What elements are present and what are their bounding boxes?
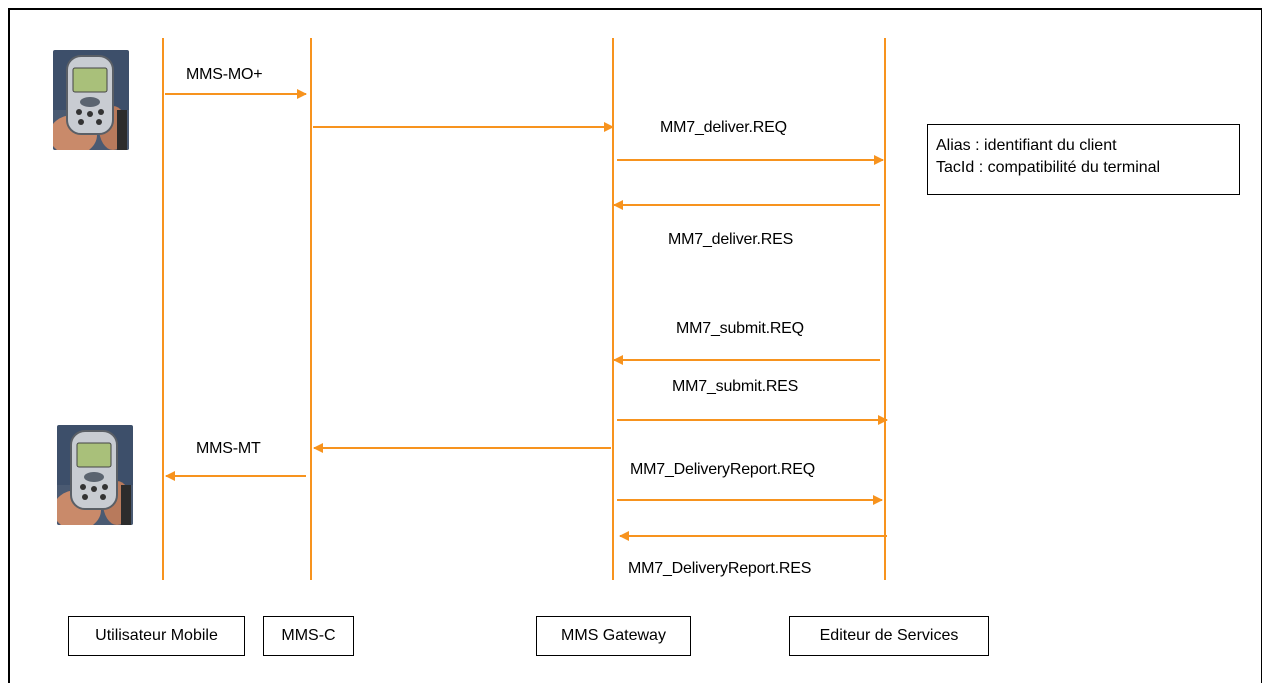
participant-mms-gateway: MMS Gateway [536,616,691,656]
message-label-mm7-deliver-req: MM7_deliver.REQ [660,119,787,136]
participant-service-editor: Editeur de Services [789,616,989,656]
participant-mobile-user: Utilisateur Mobile [68,616,245,656]
message-label-mm7-deliveryreport-res: MM7_DeliveryReport.RES [628,560,812,577]
message-label-mm7-submit-req: MM7_submit.REQ [676,320,804,337]
participant-mmsc: MMS-C [263,616,354,656]
phone-photo-icon [57,425,133,525]
message-label-mms-mo: MMS-MO+ [186,66,263,83]
message-label-mm7-deliveryreport-req: MM7_DeliveryReport.REQ [630,461,815,478]
note-line-alias: Alias : identifiant du client [936,137,1117,154]
note-box: Alias : identifiant du client TacId : co… [927,124,1240,195]
message-label-mm7-deliver-res: MM7_deliver.RES [668,231,794,248]
phone-photo-icon [53,50,129,150]
note-line-tacid: TacId : compatibilité du terminal [936,159,1161,176]
message-label-mms-mt: MMS-MT [196,440,261,457]
mobile-phone-image [53,50,129,150]
mobile-phone-image [57,425,133,525]
message-label-mm7-submit-res: MM7_submit.RES [672,378,799,395]
